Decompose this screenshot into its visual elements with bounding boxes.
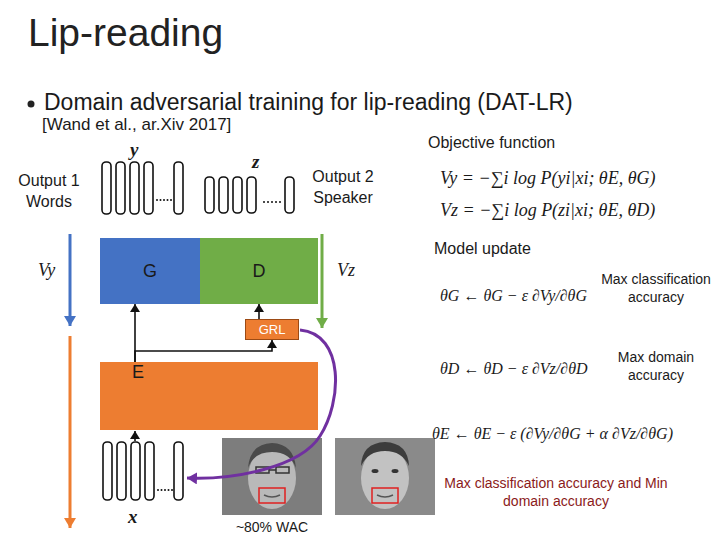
bullet-text: Domain adversarial training for lip-read… xyxy=(44,88,573,118)
note: Max domain accuracy xyxy=(600,348,712,384)
variable-name: z xyxy=(252,150,259,175)
ellipsis-dots xyxy=(263,201,281,203)
output-caption: Output 2 Speaker xyxy=(302,167,384,209)
formula: θE ← θE − ε (∂Vy/∂θG + α ∂Vz/∂θG) xyxy=(432,424,673,445)
gradient-arrow xyxy=(69,336,72,528)
face-photo xyxy=(222,438,435,515)
slide-title: Lip-reading xyxy=(28,8,223,59)
bullet-dot xyxy=(28,101,35,108)
variable-name: y xyxy=(130,138,138,163)
loss-name: Vz xyxy=(337,259,355,282)
formula: Vz = −∑i log P(zi|xi; θE, θD) xyxy=(440,199,655,222)
input-arrow xyxy=(134,431,136,441)
section-heading: Objective function xyxy=(428,133,555,154)
note: Max classification accuracy and Min doma… xyxy=(440,474,672,510)
output-vector-y xyxy=(102,162,183,214)
variable-name: x xyxy=(128,505,138,530)
node-label: GRL xyxy=(259,322,286,337)
loss-name: Vy xyxy=(38,259,55,282)
gradient-arrow xyxy=(321,234,324,328)
input-vector-x xyxy=(103,442,183,500)
gradient-arrow xyxy=(69,234,72,326)
ellipsis-dots xyxy=(157,489,173,491)
flow-arrow xyxy=(258,304,260,319)
section-heading: Model update xyxy=(434,239,531,260)
formula: θG ← θG − ε ∂Vy/∂θG xyxy=(440,286,587,307)
discriminator-box: D xyxy=(200,238,318,304)
output-vector-z xyxy=(205,177,294,213)
grl-box: GRL xyxy=(245,319,299,340)
formula: θD ← θD − ε ∂Vz/∂θD xyxy=(440,359,588,380)
output-caption: Output 1 Words xyxy=(6,171,92,213)
node-label: G xyxy=(143,261,157,282)
accuracy-note: ~80% WAC xyxy=(222,518,322,536)
generator-box: G xyxy=(100,238,200,304)
formula: Vy = −∑i log P(yi|xi; θE, θG) xyxy=(440,167,656,190)
ellipsis-dots xyxy=(156,199,172,201)
node-label: E xyxy=(132,362,144,383)
citation: [Wand et al., ar.Xiv 2017] xyxy=(42,114,231,136)
node-label: D xyxy=(253,261,266,282)
flow-arrow xyxy=(135,340,272,362)
encoder-box: E xyxy=(100,362,318,430)
note: Max classification accuracy xyxy=(600,270,712,306)
